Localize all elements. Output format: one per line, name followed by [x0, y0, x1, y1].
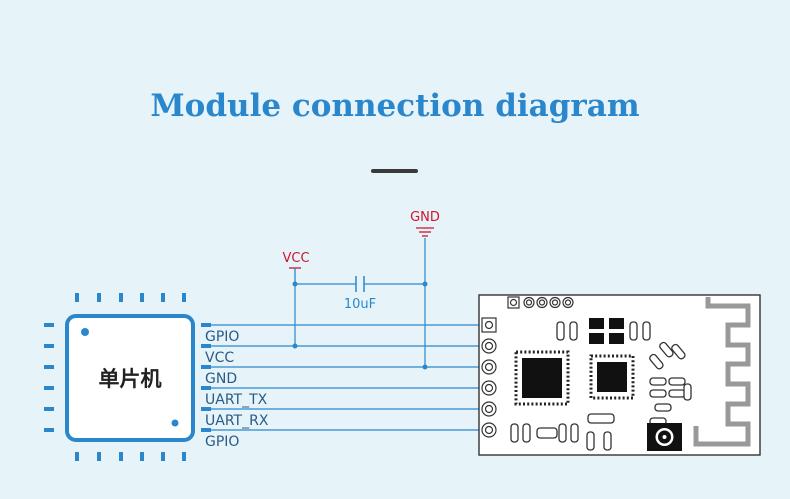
junction-dots: [292, 281, 428, 370]
vcc-label: VCC: [282, 251, 309, 266]
pcb-antenna-icon: [693, 297, 751, 447]
mcu-top-pins: [75, 293, 186, 302]
rf-module: [478, 294, 761, 456]
capacitor-label: 10uF: [344, 297, 376, 312]
mcu-left-pins: [44, 323, 54, 432]
pin-label-gpio-2: GPIO: [205, 434, 239, 450]
pin-labels: GPIO VCC GND UART_TX UART_RX GPIO: [205, 329, 269, 450]
mcu-chip: 单片机: [44, 293, 211, 461]
power-network: [294, 238, 426, 367]
module-crystal: [589, 318, 624, 344]
pin-label-vcc: VCC: [205, 350, 234, 366]
mcu-pin1-dot: [81, 328, 89, 336]
module-top-pads: [507, 296, 574, 309]
pin-label-uart-tx: UART_TX: [205, 392, 268, 408]
mcu-corner-dot: [171, 419, 179, 427]
title-underline: [371, 169, 418, 173]
diagram-title: Module connection diagram: [150, 88, 640, 124]
vcc-symbol: [289, 267, 301, 284]
gnd-label: GND: [410, 210, 440, 225]
mcu-body: [65, 314, 195, 442]
module-chip-main: [514, 350, 570, 406]
signal-wires: [205, 324, 482, 431]
module-passive-components: [510, 321, 692, 451]
pin-label-uart-rx: UART_RX: [205, 413, 269, 429]
antenna-connector-icon: [647, 423, 682, 451]
mcu-label: 单片机: [99, 367, 162, 391]
module-chip-secondary: [589, 354, 635, 400]
pin-label-gpio-1: GPIO: [205, 329, 239, 345]
module-header-pins: [481, 317, 497, 438]
pin-label-gnd: GND: [205, 371, 237, 387]
mcu-bottom-pins: [75, 452, 186, 461]
gnd-symbol: [416, 227, 434, 237]
